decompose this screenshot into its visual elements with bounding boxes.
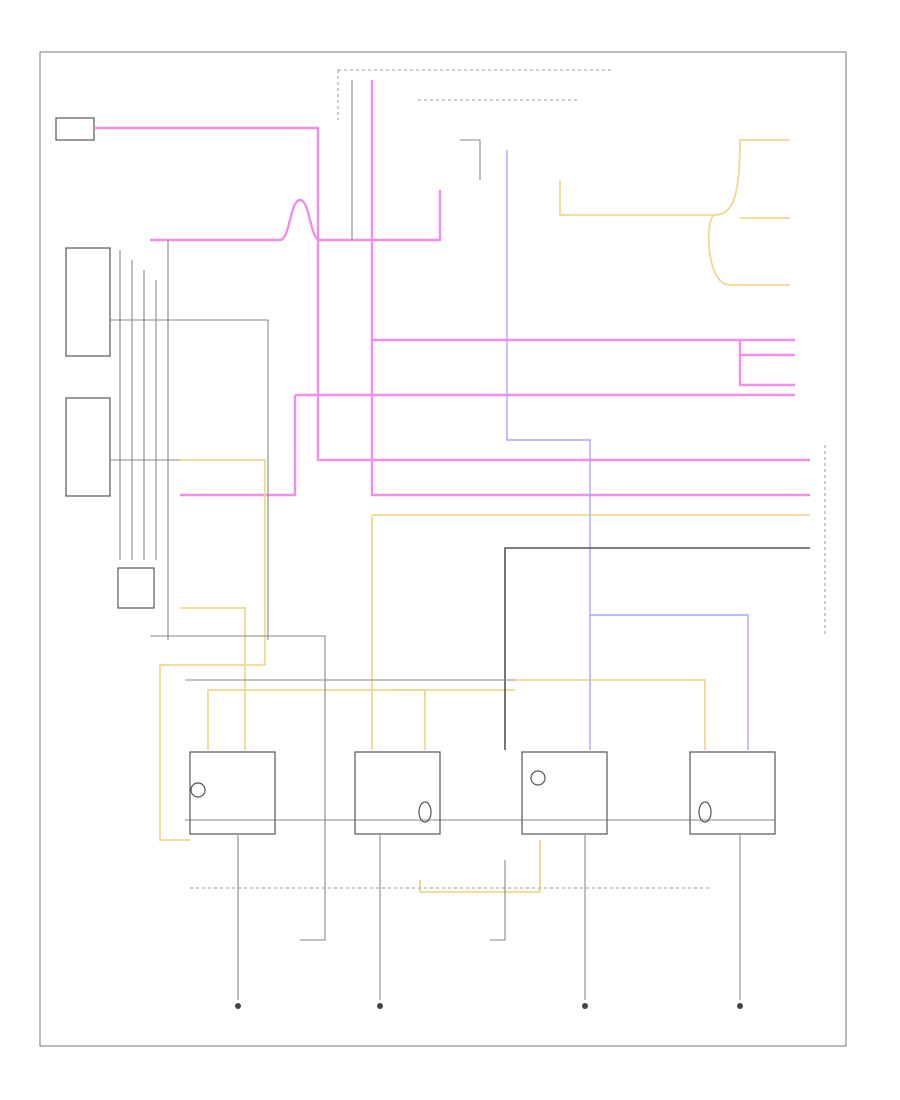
lamp-module-2 [354,751,441,1000]
yellow-wires [159,139,810,893]
lamp-module-4 [689,751,776,1000]
relay-contact [460,139,481,180]
lamp-module-3 [521,751,608,1000]
lamp-module-1 [189,751,276,1000]
left-relay-stack [65,240,180,640]
diagram-frame [39,51,847,1047]
control-module-box [55,117,95,141]
ground-points [235,1003,743,1009]
dark-wires [150,319,826,941]
blue-wire [506,150,749,750]
pink-wires [94,80,810,497]
